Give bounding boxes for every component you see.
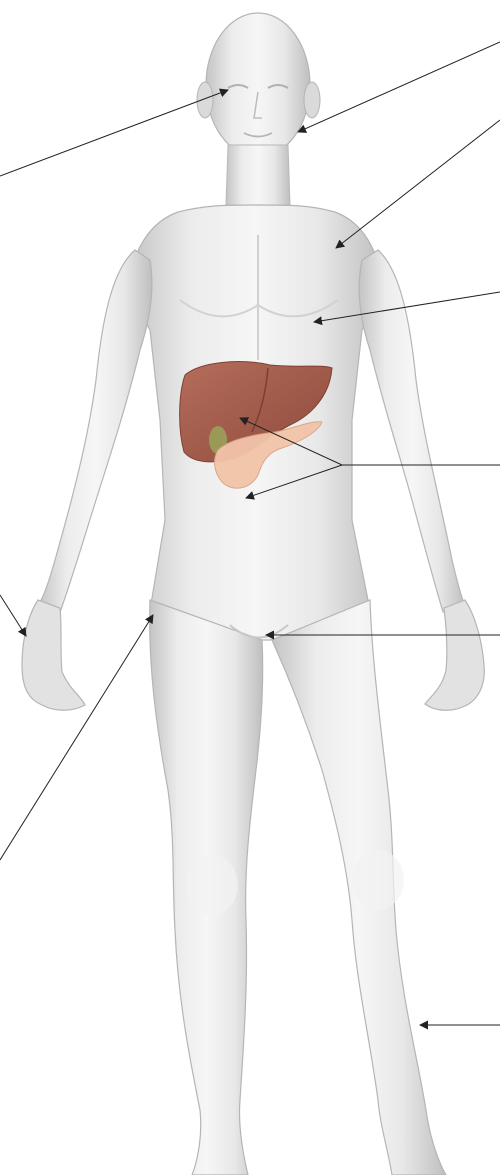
right-arm: [359, 250, 465, 612]
right-ear: [304, 82, 320, 118]
left-knee: [186, 855, 238, 915]
pointer-eyes: [0, 90, 228, 176]
left-ear: [197, 82, 213, 118]
right-knee: [352, 850, 404, 910]
neck: [226, 145, 290, 205]
left-arm: [38, 250, 152, 612]
pointer-hand: [0, 595, 26, 636]
pointer-face: [298, 42, 500, 132]
head: [206, 13, 310, 157]
pointer-chest: [336, 120, 500, 248]
left-hand: [22, 600, 85, 710]
body-silhouette: [22, 13, 484, 1175]
right-hand: [425, 600, 484, 710]
